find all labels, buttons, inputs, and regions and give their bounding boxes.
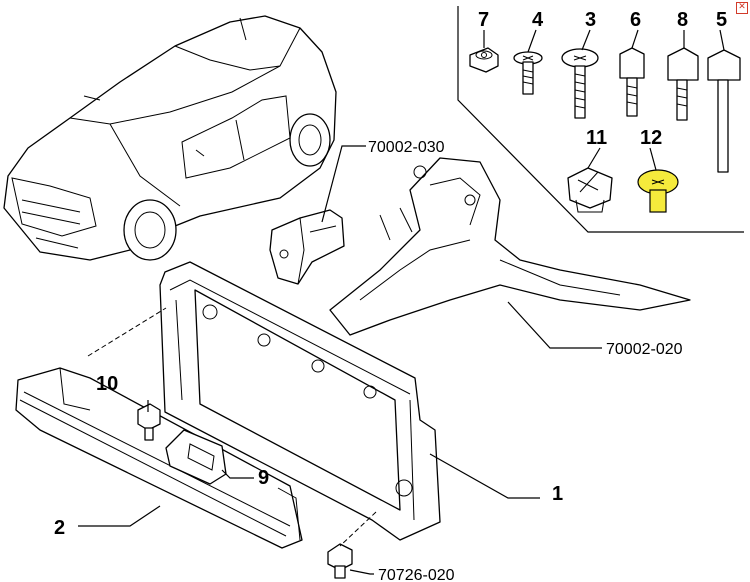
bumper-beam bbox=[15, 367, 303, 549]
leader-70726 bbox=[349, 569, 374, 575]
alignment-line-upper bbox=[87, 307, 167, 357]
fastener-bolt-5 bbox=[707, 49, 741, 173]
fastener-screw-6 bbox=[619, 47, 645, 117]
leader-4 bbox=[527, 29, 537, 53]
callout-5: 5 bbox=[716, 9, 727, 31]
front-frame bbox=[159, 261, 441, 541]
fastener-70726 bbox=[327, 543, 353, 579]
leader-12 bbox=[649, 147, 657, 171]
leader-70002-030 bbox=[321, 145, 366, 223]
body-structure bbox=[329, 157, 691, 336]
fastener-clip-12-highlighted bbox=[637, 169, 679, 213]
callout-3: 3 bbox=[585, 9, 596, 31]
fastener-screw-4 bbox=[513, 51, 543, 95]
callout-12: 12 bbox=[640, 127, 662, 149]
leader-1 bbox=[429, 453, 540, 499]
callout-8: 8 bbox=[677, 9, 688, 31]
callout-11: 11 bbox=[586, 127, 607, 149]
fastener-bolt-3 bbox=[561, 48, 599, 119]
close-icon[interactable]: ✕ bbox=[736, 2, 748, 14]
reference-70002-030: 70002-030 bbox=[368, 139, 445, 156]
leader-70002-020 bbox=[507, 301, 602, 349]
callout-2: 2 bbox=[54, 517, 65, 539]
reference-70002-020: 70002-020 bbox=[606, 341, 683, 358]
callout-1: 1 bbox=[552, 483, 563, 505]
callout-10: 10 bbox=[96, 373, 118, 395]
bolt-10 bbox=[137, 403, 161, 441]
callout-9: 9 bbox=[258, 467, 269, 489]
callout-7: 7 bbox=[478, 9, 489, 31]
leader-11 bbox=[587, 147, 601, 169]
fastener-inset-border bbox=[457, 6, 744, 233]
fastener-screw-8 bbox=[667, 47, 699, 121]
side-bracket bbox=[269, 209, 345, 285]
fastener-clip-11 bbox=[567, 167, 613, 213]
car-illustration bbox=[3, 15, 337, 261]
reference-70726-020: 70726-020 bbox=[378, 567, 455, 582]
leader-9 bbox=[221, 469, 254, 479]
mount-bracket-9 bbox=[165, 429, 227, 485]
leader-6 bbox=[631, 29, 639, 49]
alignment-line-lower bbox=[339, 511, 377, 547]
leader-2 bbox=[78, 505, 161, 527]
callout-4: 4 bbox=[532, 9, 544, 31]
fastener-nut-7 bbox=[469, 47, 499, 73]
leader-3 bbox=[581, 29, 591, 51]
callout-6: 6 bbox=[630, 9, 641, 31]
leader-5 bbox=[719, 29, 725, 51]
